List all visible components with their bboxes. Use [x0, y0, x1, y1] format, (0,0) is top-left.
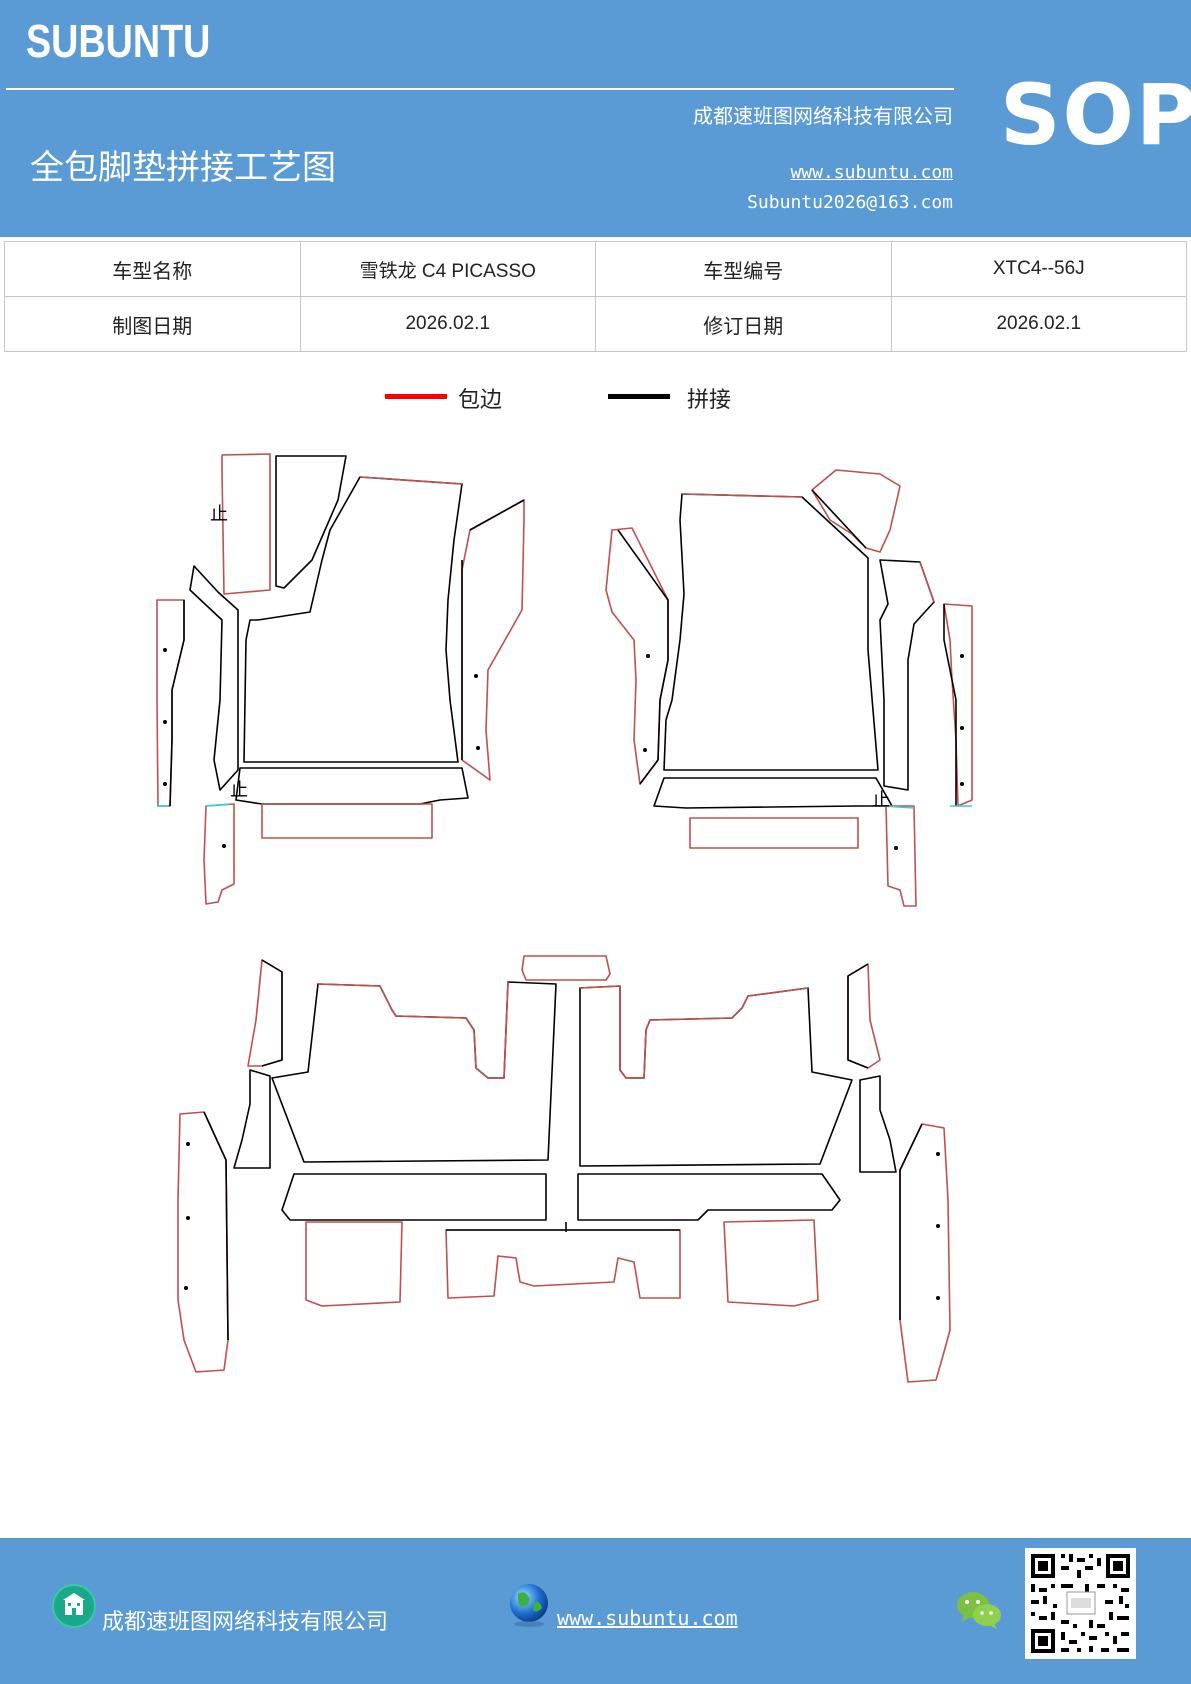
mat-piece	[261, 803, 433, 839]
table-row: 制图日期 2026.02.1 修订日期 2026.02.1	[4, 296, 1187, 352]
mat-piece	[617, 529, 669, 785]
table-row: 车型名称 雪铁龙 C4 PICASSO 车型编号 XTC4--56J	[4, 241, 1187, 297]
mat-piece	[445, 1229, 681, 1299]
page-title: 全包脚垫拼接工艺图	[30, 148, 336, 188]
globe-icon	[510, 1584, 548, 1627]
mat-piece	[189, 565, 239, 791]
mat-piece	[461, 499, 525, 760]
mat-piece	[663, 493, 879, 771]
legend-swatch-seam	[608, 394, 670, 399]
mat-piece	[859, 1075, 897, 1173]
company-name: 成都速班图网络科技有限公司	[693, 104, 953, 128]
mat-piece	[943, 604, 957, 806]
mat-piece	[243, 476, 463, 763]
mat-piece	[811, 469, 901, 553]
mat-piece	[899, 1123, 951, 1383]
mat-piece	[275, 455, 347, 589]
mat-piece	[203, 1111, 229, 1341]
header-divider	[6, 88, 954, 90]
mat-piece	[247, 959, 283, 1067]
mat-piece	[235, 767, 469, 805]
mat-piece	[577, 1173, 841, 1221]
mat-piece	[879, 559, 935, 791]
mat-piece	[281, 1173, 547, 1221]
mat-piece	[847, 963, 869, 1069]
mat-piece	[653, 777, 893, 809]
model-code-value: XTC4--56J	[890, 241, 1187, 297]
brand-logo: SUBUNTU	[26, 15, 211, 67]
mat-piece	[461, 499, 525, 781]
draw-date-label: 制图日期	[4, 296, 301, 352]
building-icon	[52, 1584, 96, 1628]
mat-piece	[521, 955, 611, 981]
mat-piece	[221, 453, 271, 595]
mat-piece	[169, 600, 185, 807]
floor-mat-pattern-drawing: 止 止 止	[156, 453, 973, 1383]
footer-banner: 成都速班图网络科技有限公司 www.subuntu.com	[0, 1538, 1191, 1684]
mat-piece	[689, 817, 859, 849]
legend: 包边 拼接	[0, 386, 1191, 422]
mat-piece	[681, 493, 803, 498]
stop-mark: 止	[210, 504, 228, 525]
mat-piece	[847, 963, 881, 1069]
mat-piece	[359, 476, 463, 485]
mat-piece	[203, 803, 235, 905]
mat-piece	[723, 1219, 819, 1307]
mat-piece	[271, 981, 557, 1163]
revision-date-label: 修订日期	[595, 296, 892, 352]
revision-date-value: 2026.02.1	[890, 296, 1187, 352]
wechat-icon[interactable]	[956, 1590, 1002, 1630]
mat-piece	[305, 1221, 403, 1307]
mat-piece	[579, 985, 809, 1079]
mat-piece	[317, 981, 509, 1079]
stop-mark: 止	[230, 780, 248, 801]
draw-date-value: 2026.02.1	[299, 296, 596, 352]
legend-swatch-edge	[385, 394, 447, 399]
mat-piece	[919, 561, 935, 603]
mat-piece	[899, 1123, 923, 1320]
email-address: Subuntu2026@163.com	[747, 192, 953, 213]
mat-piece	[233, 1069, 271, 1169]
header-banner: SUBUNTU 成都速班图网络科技有限公司 全包脚垫拼接工艺图 www.subu…	[0, 0, 1191, 237]
model-name-value: 雪铁龙 C4 PICASSO	[299, 241, 596, 297]
mat-piece	[811, 489, 867, 549]
sop-badge: SOP	[1000, 66, 1191, 164]
website-link[interactable]: www.subuntu.com	[790, 162, 953, 183]
mat-piece	[177, 1111, 229, 1373]
legend-label-edge: 包边	[458, 388, 503, 413]
marker-dots	[163, 648, 964, 1300]
model-name-label: 车型名称	[4, 241, 301, 297]
vehicle-info-table: 车型名称 雪铁龙 C4 PICASSO 车型编号 XTC4--56J 制图日期 …	[4, 241, 1187, 352]
mat-piece	[943, 603, 973, 807]
mat-piece	[261, 959, 283, 1067]
footer-company-name: 成都速班图网络科技有限公司	[102, 1610, 389, 1635]
legend-label-seam: 拼接	[687, 388, 732, 413]
stop-mark: 止	[872, 790, 890, 811]
qr-code-icon	[1025, 1548, 1136, 1659]
model-code-label: 车型编号	[595, 241, 892, 297]
footer-website-link[interactable]: www.subuntu.com	[557, 1606, 738, 1630]
mat-piece	[885, 805, 917, 907]
